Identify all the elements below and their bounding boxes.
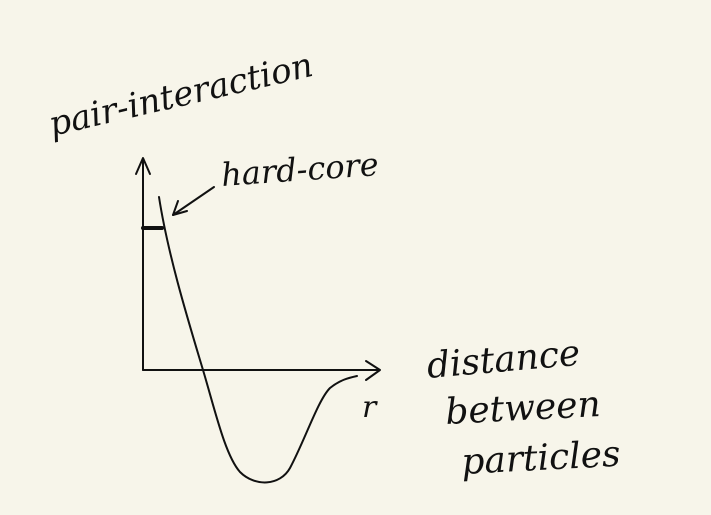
hard-core-annotation: hard-core: [220, 145, 380, 194]
r-symbol: r: [362, 390, 378, 425]
y-axis-label: pair-interaction: [45, 45, 317, 145]
x-axis-label-line-3: particles: [460, 434, 621, 483]
x-axis-label-line-2: between: [444, 384, 601, 433]
x-axis: [142, 360, 381, 381]
potential-curve: [158, 196, 358, 484]
x-axis-label-line-1: distance: [425, 333, 582, 387]
y-axis: [135, 157, 151, 371]
annotation-arrow: [172, 186, 215, 216]
